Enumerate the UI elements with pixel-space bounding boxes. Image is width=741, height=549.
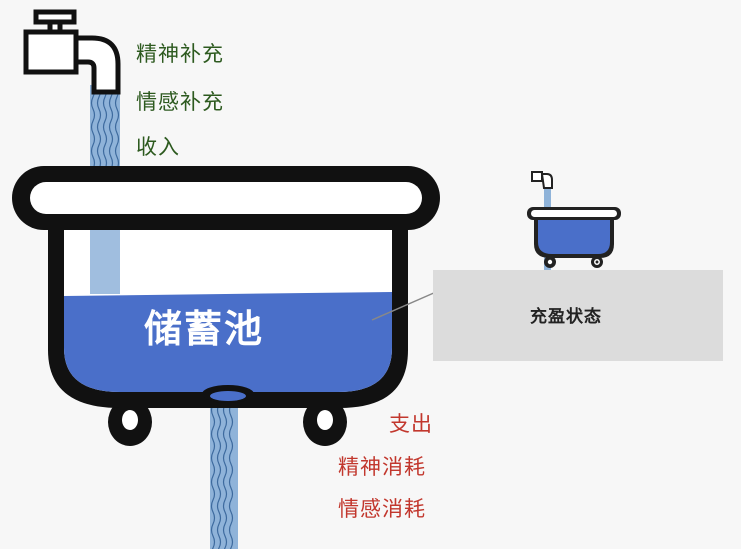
bathtub-icon	[12, 166, 440, 446]
faucet-icon	[23, 9, 121, 95]
outflow-label-emotional: 情感消耗	[338, 497, 426, 521]
small-bathtub-icon	[527, 171, 621, 270]
outflow-label-expense: 支出	[389, 412, 433, 436]
status-panel	[433, 270, 723, 361]
small-faucet-icon	[531, 171, 553, 189]
outflow-stream-icon	[210, 391, 238, 549]
reservoir-label: 储蓄池	[144, 307, 265, 351]
status-label: 充盈状态	[530, 307, 602, 327]
inflow-label-spiritual: 精神补充	[136, 42, 224, 66]
outflow-label-spiritual: 精神消耗	[338, 455, 426, 479]
inflow-label-income: 收入	[136, 135, 180, 159]
inflow-label-emotional: 情感补充	[136, 90, 224, 114]
connector-line	[371, 291, 437, 321]
